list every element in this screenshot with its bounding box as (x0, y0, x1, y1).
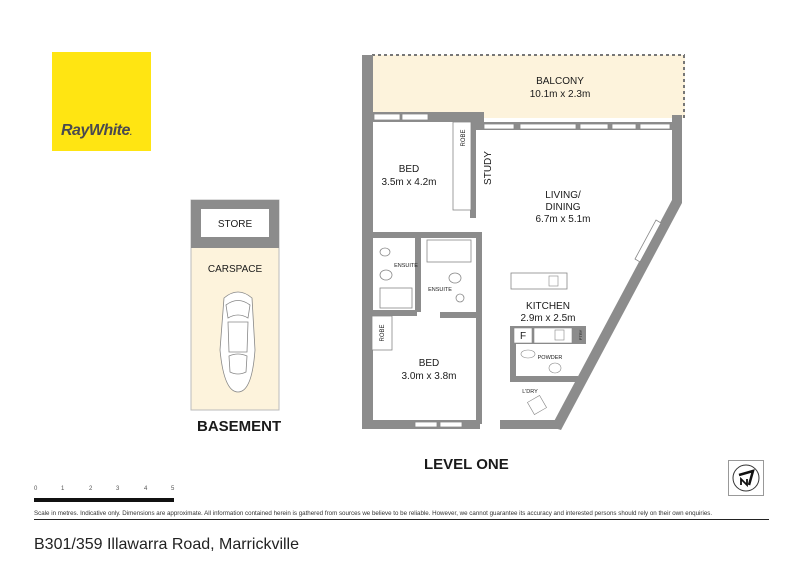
car-icon (219, 291, 256, 393)
powder-label: POWDER (538, 355, 563, 361)
laundry-label: L'DRY (522, 389, 538, 395)
basement-plan: STORE CARSPACE (190, 199, 280, 411)
scale-tick: 3 (116, 486, 120, 492)
fridge (513, 327, 533, 344)
scale-tick: 4 (144, 486, 148, 492)
compass (728, 460, 764, 496)
ensuite2-label: ENSUITE (428, 287, 452, 293)
study-wall (470, 122, 476, 218)
bed2-label: BED (419, 358, 440, 369)
kitchen-island (510, 272, 568, 290)
bed1-label: BED (399, 164, 420, 175)
living-label: LIVING/ (545, 190, 581, 201)
windows (373, 113, 671, 428)
carspace-label: CARSPACE (208, 264, 263, 275)
robe-1 (452, 121, 472, 211)
living-dims: 6.7m x 5.1m (535, 214, 590, 225)
raywhite-logo: RayWhite. (52, 52, 151, 151)
fridge-label: F (520, 331, 526, 342)
interior-floor (372, 122, 676, 420)
diagonal-window (634, 219, 662, 263)
scale-tick: 5 (171, 486, 175, 492)
balcony-area (362, 55, 685, 122)
bed2-dims: 3.0m x 3.8m (401, 371, 456, 382)
level-one-plan: BALCONY 10.1m x 2.3m BED 3.5m x 4.2m ROB… (362, 54, 685, 430)
ensuite1-label: ENSUITE (394, 263, 418, 269)
stove-icon (554, 329, 565, 341)
scale-ticks: 0 1 2 3 4 5 (34, 486, 176, 496)
laundry-tub (527, 395, 547, 415)
north-arrow-icon (732, 464, 760, 492)
east-wall (672, 115, 682, 203)
scale-bar (34, 498, 174, 502)
ensuite-east-wall (476, 232, 482, 317)
store-label: STORE (218, 219, 253, 230)
powder-toilet (548, 362, 562, 374)
scale-tick: 1 (61, 486, 65, 492)
powder-basin (520, 349, 536, 359)
disclaimer-text: Scale in metres. Indicative only. Dimens… (34, 510, 769, 520)
ensuite2-south-wall (440, 312, 482, 318)
logo-dot: . (129, 128, 132, 137)
kitchen-label: KITCHEN (526, 301, 570, 312)
ensuite1-south-wall (372, 310, 417, 316)
study-label: STUDY (483, 151, 494, 185)
diagonal-wall (551, 200, 682, 430)
basement-title: BASEMENT (197, 418, 282, 435)
robe1-label: ROBE (461, 129, 467, 146)
logo-text: RayWhite. (61, 122, 132, 140)
south-wall-2 (500, 420, 558, 429)
pantry-label: PTRY (578, 329, 583, 340)
property-address: B301/359 Illawarra Road, Marrickville (34, 536, 299, 553)
scale-tick: 2 (89, 486, 93, 492)
dining-label: DINING (546, 202, 581, 213)
kitchen-bench (533, 327, 573, 344)
kitchen-dims: 2.9m x 2.5m (520, 313, 575, 324)
powder-wall (510, 344, 516, 376)
robe2-label: ROBE (380, 324, 386, 341)
cooktop-icon (548, 275, 559, 287)
brand-name: RayWhite (61, 122, 130, 139)
ensuite-partition (415, 232, 421, 312)
balcony-dims: 10.1m x 2.3m (530, 89, 591, 100)
west-wall (362, 55, 373, 427)
balcony-label: BALCONY (536, 76, 584, 87)
bed2-east-wall (476, 316, 482, 424)
bed1-dims: 3.5m x 4.2m (381, 177, 436, 188)
ensuite-fixtures (379, 239, 472, 309)
level-one-title: LEVEL ONE (424, 456, 509, 473)
ensuite-north-wall (372, 232, 482, 238)
scale-tick: 0 (34, 486, 38, 492)
wall-segment (474, 112, 484, 124)
robe-2 (371, 315, 393, 351)
laundry-north-wall (510, 376, 578, 382)
store-room (201, 209, 269, 237)
